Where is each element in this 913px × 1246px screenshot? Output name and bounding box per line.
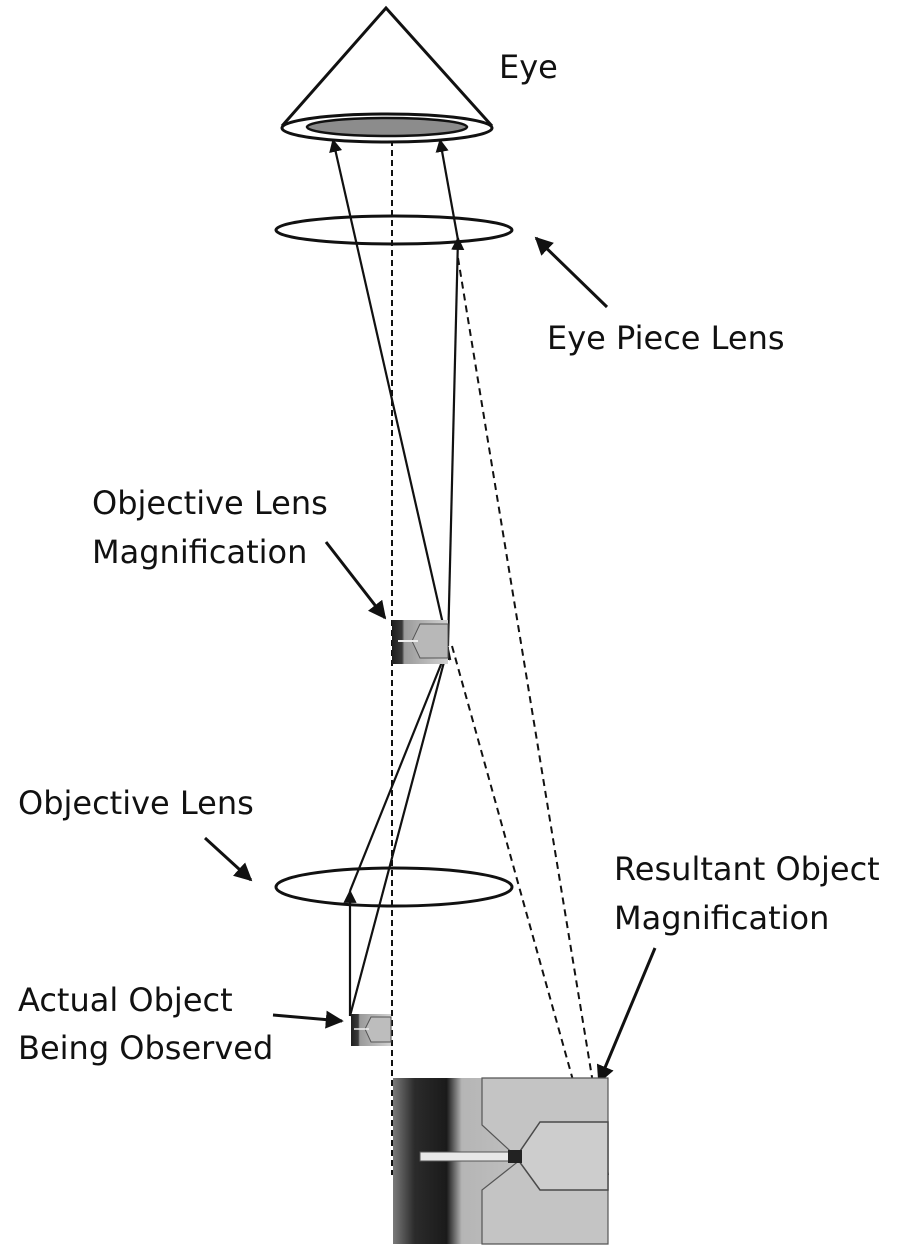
label-objective-mag-2: Magnification xyxy=(92,533,307,571)
annotation-arrows xyxy=(203,236,657,1084)
label-eyepiece-lens: Eye Piece Lens xyxy=(547,319,785,357)
eyepiece-lens xyxy=(274,214,514,246)
label-actual-1: Actual Object xyxy=(18,981,233,1019)
objective-lens xyxy=(274,866,514,908)
label-objective-lens: Objective Lens xyxy=(18,784,254,822)
label-objective-mag-1: Objective Lens xyxy=(92,484,328,522)
light-rays xyxy=(329,138,465,1017)
label-actual-2: Being Observed xyxy=(18,1029,273,1067)
label-resultant-1: Resultant Object xyxy=(614,850,880,888)
label-eye: Eye xyxy=(499,48,558,86)
eye-pupil xyxy=(305,116,469,138)
resultant-image xyxy=(393,1077,609,1245)
label-resultant-2: Magnification xyxy=(614,899,829,937)
eye-cone xyxy=(280,5,494,144)
actual-object xyxy=(351,1014,392,1046)
virtual-image-lines xyxy=(451,257,609,1176)
intermediate-image xyxy=(392,620,449,664)
